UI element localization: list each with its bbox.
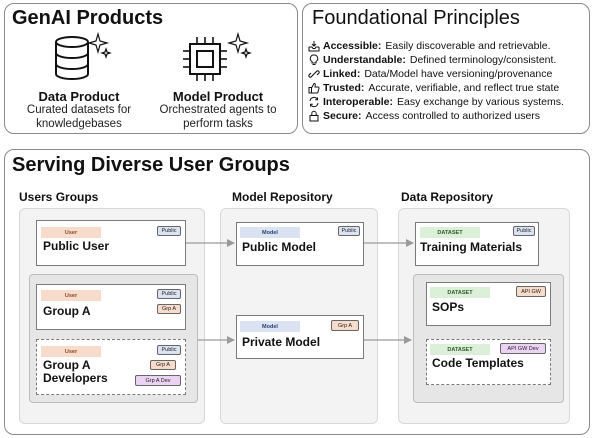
principle-name: Understandable:: [323, 54, 406, 66]
principle-name: Accessible:: [323, 40, 382, 52]
public-model-name: Public Model: [242, 240, 317, 254]
dataset-tag: DATASET: [420, 227, 480, 238]
lock-icon: [309, 110, 319, 122]
dataset-tag: DATASET: [430, 287, 490, 298]
principle-secure: Secure: Access controlled to authorized …: [308, 110, 540, 122]
data-column-title: Data Repository: [401, 190, 494, 204]
principle-name: Trusted:: [323, 82, 365, 94]
dataset-tag: DATASET: [430, 344, 490, 355]
inbox-download-icon: [308, 41, 320, 52]
public-badge: Public: [513, 226, 535, 236]
user-tag: User: [41, 290, 101, 301]
principle-text: Defined terminology/consistent.: [409, 54, 557, 66]
models-column-title: Model Repository: [232, 190, 333, 204]
principle-name: Interoperable:: [323, 96, 394, 108]
model-product-desc-1: Orchestrated agents to: [159, 104, 277, 116]
data-product-desc-2: knowledgebases: [36, 118, 122, 130]
training-materials-name: Training Materials: [420, 240, 523, 254]
sync-icon: [309, 96, 319, 108]
principle-name: Linked:: [323, 68, 361, 80]
principle-text: Accurate, verifiable, and reflect true s…: [368, 82, 560, 94]
grp-a-dev-badge: Grp A Dev: [135, 375, 181, 386]
public-badge: Public: [157, 289, 181, 299]
group-a-developers-name-line2: Developers: [43, 371, 108, 385]
code-templates-name: Code Templates: [432, 356, 524, 370]
grp-a-badge: Grp A: [331, 320, 359, 331]
principle-interoperable: Interoperable: Easy exchange by various …: [308, 96, 564, 108]
thumbs-up-icon: [308, 82, 320, 94]
user-tag: User: [41, 346, 101, 357]
principle-understandable: Understandable: Defined terminology/cons…: [308, 54, 556, 66]
genai-products-panel: [4, 3, 298, 134]
link-icon: [308, 70, 320, 78]
group-a-developers-name-line1: Group A: [43, 358, 91, 372]
public-badge: Public: [157, 226, 181, 236]
group-a-name: Group A: [43, 304, 91, 318]
principle-linked: Linked: Data/Model have versioning/prove…: [308, 68, 552, 80]
principle-text: Easily discoverable and retrievable.: [385, 40, 551, 52]
principle-text: Access controlled to authorized users: [365, 110, 541, 122]
principle-text: Data/Model have versioning/provenance: [364, 68, 553, 80]
principle-name: Secure:: [323, 110, 362, 122]
public-user-name: Public User: [43, 239, 110, 253]
genai-products-title: GenAI Products: [12, 7, 164, 29]
public-badge: Public: [338, 226, 360, 236]
api-gw-dev-badge: API GW Dev: [500, 343, 546, 354]
private-model-name: Private Model: [242, 335, 321, 349]
users-column-title: Users Groups: [19, 190, 99, 204]
lightbulb-icon: [309, 54, 319, 65]
model-product-desc-2: perform tasks: [183, 118, 253, 130]
principles-panel: [302, 3, 590, 134]
serving-title: Serving Diverse User Groups: [12, 154, 290, 176]
principles-title: Foundational Principles: [312, 7, 520, 29]
grp-a-badge: Grp A: [150, 360, 176, 370]
user-tag: User: [41, 227, 101, 238]
model-tag: Model: [240, 227, 300, 238]
data-product-desc-1: Curated datasets for: [26, 104, 132, 116]
public-badge: Public: [157, 345, 181, 355]
data-product-title: Data Product: [38, 89, 120, 104]
principle-text: Easy exchange by various systems.: [397, 96, 564, 108]
chip-icon: [183, 32, 252, 81]
principle-trusted: Trusted: Accurate, verifiable, and refle…: [308, 82, 559, 94]
sops-name: SOPs: [432, 300, 465, 314]
principle-accessible: Accessible: Easily discoverable and retr…: [308, 40, 551, 52]
api-gw-badge: API GW: [516, 286, 546, 297]
model-tag: Model: [240, 321, 300, 332]
model-product-title: Model Product: [172, 89, 264, 104]
database-icon: [55, 32, 112, 80]
grp-a-badge: Grp A: [157, 304, 181, 314]
